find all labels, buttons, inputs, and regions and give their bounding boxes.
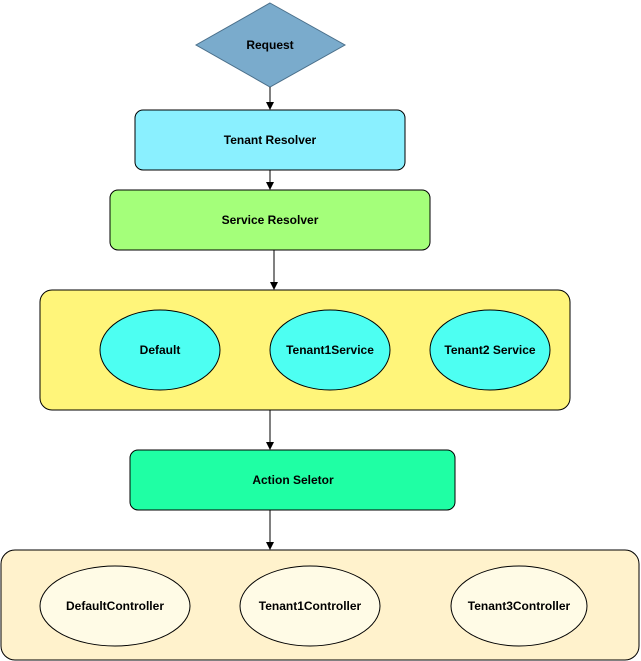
service-resolver-node [109, 189, 431, 251]
tenant3-controller-node [450, 565, 588, 647]
tenant1-controller-node [239, 565, 381, 647]
tenant1-service-node [269, 309, 391, 391]
action-selector-label: Action Seletor [252, 473, 334, 487]
tenant1-service-label: Tenant1Service [286, 343, 374, 357]
tenant3-controller-label: Tenant3Controller [468, 599, 571, 613]
service-resolver-label: Service Resolver [222, 213, 319, 227]
tenant1-controller-label: Tenant1Controller [259, 599, 362, 613]
default-controller-node [39, 565, 191, 647]
default-service-node [99, 309, 221, 391]
default-service-label: Default [140, 343, 181, 357]
tenant-resolver-label: Tenant Resolver [224, 133, 317, 147]
default-controller-label: DefaultController [66, 599, 164, 613]
action-selector-node [129, 449, 456, 511]
tenant2-service-label: Tenant2 Service [444, 343, 535, 357]
tenant2-service-node [429, 309, 551, 391]
request-label: Request [246, 38, 293, 52]
